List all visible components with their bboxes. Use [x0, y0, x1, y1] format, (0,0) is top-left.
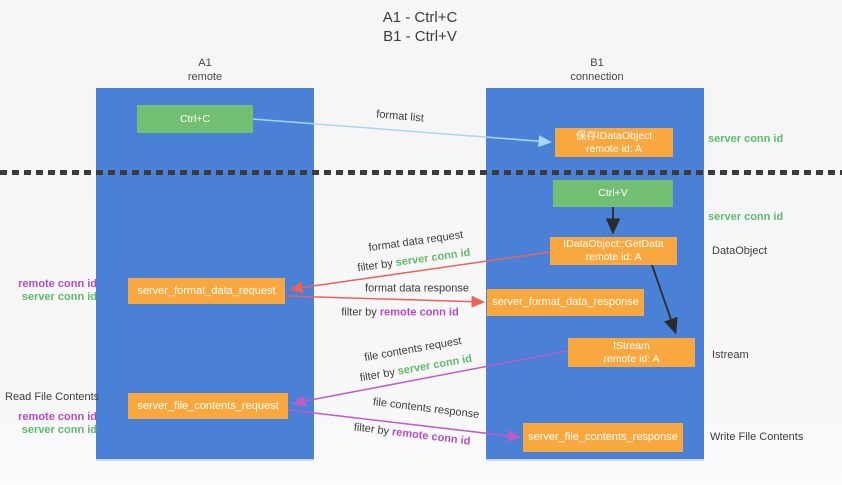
column-a1-role: remote: [187, 71, 223, 83]
write-file-contents-annotation: Write File Contents: [710, 431, 804, 443]
column-header-b1: B1 connection: [537, 56, 657, 84]
filter-by-text: filter by: [353, 421, 393, 439]
ctrl-v-label: Ctrl+V: [598, 187, 628, 199]
istream-remote-id: remote id: A: [603, 352, 660, 365]
istream-annotation: Istream: [712, 349, 749, 361]
column-header-a1: A1 remote: [145, 56, 265, 84]
save-idataobject-remote-id: remote id: A: [585, 142, 643, 155]
server-format-data-request-node: server_format_data_request: [128, 278, 285, 304]
remote-conn-id-text: remote conn id: [379, 306, 459, 319]
istream-node: IStream remote id: A: [568, 338, 695, 367]
server-file-contents-request-label: server_file_contents_request: [137, 399, 279, 412]
save-idataobject-label: 保存IDataObject: [575, 129, 653, 142]
format-data-response-arrow: [285, 295, 485, 308]
title-line-2: B1 - Ctrl+V: [383, 28, 457, 45]
diagram-title: A1 - Ctrl+C B1 - Ctrl+V: [300, 8, 540, 46]
server-conn-id-annotation: server conn id: [21, 291, 97, 303]
server-format-data-request-label: server_format_data_request: [137, 284, 276, 297]
copy-paste-separator-line: [0, 170, 842, 175]
server-conn-id-annotation: server conn id: [21, 424, 97, 436]
ctrl-v-node: Ctrl+V: [553, 180, 673, 207]
column-a1-name: A1: [198, 57, 212, 69]
save-idataobject-node: 保存IDataObject remote id: A: [555, 128, 673, 157]
filter-by-text: filter by: [341, 306, 380, 319]
title-line-1: A1 - Ctrl+C: [382, 9, 458, 26]
format-list-label: format list: [375, 108, 425, 125]
ctrl-c-node: Ctrl+C: [137, 105, 253, 133]
remote-conn-id-text: remote conn id: [391, 426, 472, 448]
read-file-contents-annotation: Read File Contents: [5, 391, 100, 403]
filter-by-text: filter by: [358, 365, 399, 385]
server-file-contents-response-node: server_file_contents_response: [523, 423, 683, 452]
istream-label: IStream: [613, 339, 650, 352]
column-b1-role: connection: [570, 71, 624, 83]
server-conn-id-annotation-mid: server conn id: [708, 211, 784, 223]
format-data-response-filter-label: filter by remote conn id: [341, 307, 458, 320]
idataobject-getdata-node: IDataObject::GetData remote id: A: [550, 237, 677, 265]
ctrl-c-label: Ctrl+C: [179, 112, 211, 125]
remote-conn-id-annotation: remote conn id: [18, 411, 97, 423]
column-b1-name: B1: [590, 57, 604, 69]
format-data-response-label: format data response: [365, 282, 469, 295]
server-file-contents-request-node: server_file_contents_request: [128, 393, 288, 419]
remote-conn-id-annotation: remote conn id: [18, 278, 97, 290]
getdata-label: IDataObject::GetData: [563, 238, 664, 250]
getdata-remote-id: remote id: A: [585, 251, 642, 263]
server-conn-id-text: server conn id: [394, 246, 472, 269]
file-contents-response-filter-label: filter by remote conn id: [353, 421, 471, 448]
server-file-contents-response-label: server_file_contents_response: [528, 431, 678, 443]
server-format-data-response-label: server_format_data_response: [492, 296, 639, 308]
filter-by-text: filter by: [356, 257, 397, 275]
left-conn-ids-bottom: remote conn id server conn id: [0, 411, 97, 437]
file-contents-response-label: file contents response: [372, 396, 480, 421]
server-format-data-response-node: server_format_data_response: [487, 289, 644, 316]
server-conn-id-annotation-top: server conn id: [708, 133, 784, 145]
left-conn-ids-top: remote conn id server conn id: [0, 278, 97, 304]
dataobject-annotation: DataObject: [712, 245, 768, 257]
